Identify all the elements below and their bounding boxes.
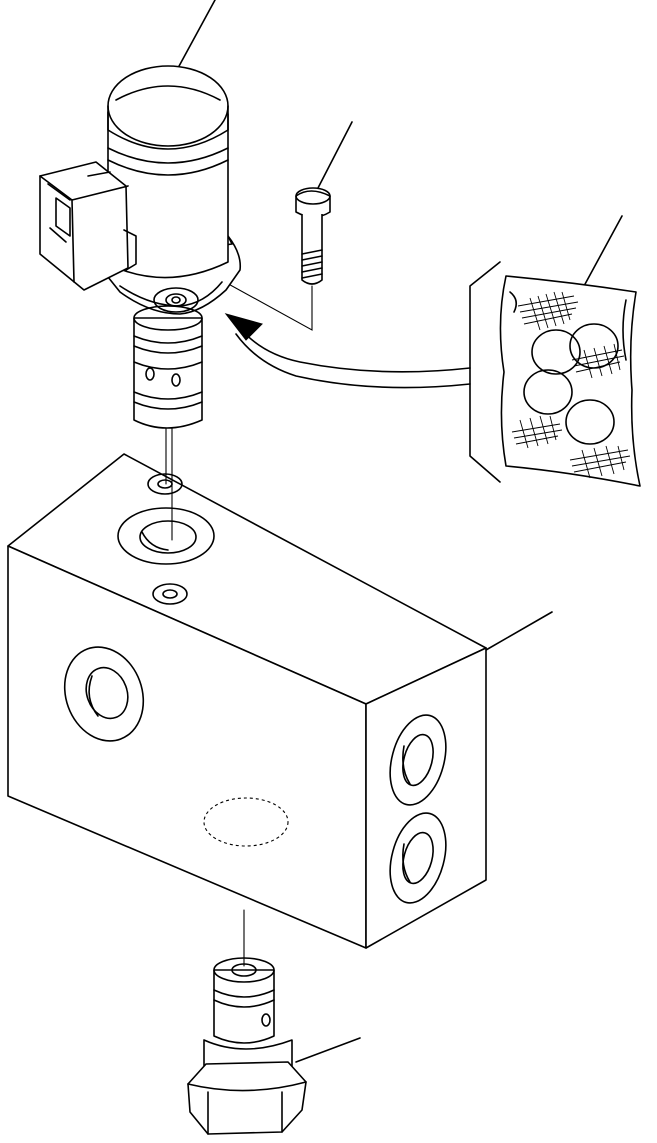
electrical-connector (40, 162, 136, 290)
solenoid-coil (40, 66, 240, 314)
side-port-upper (381, 709, 455, 811)
side-port-lower (381, 807, 455, 909)
top-port-large (118, 508, 214, 564)
reference-arrow (226, 314, 470, 388)
leader-bolt (318, 122, 352, 188)
leader-lines (178, 0, 622, 1062)
solenoid-cartridge (134, 306, 202, 428)
mounting-bolt (296, 188, 330, 284)
bag-bracket (470, 262, 500, 482)
leader-valve-body (486, 612, 552, 650)
hex-nut (188, 1062, 306, 1134)
seal-kit-bag (470, 262, 640, 486)
leader-seal-kit (584, 216, 622, 286)
hidden-port-outline (204, 798, 288, 846)
bag-hatching (512, 292, 630, 478)
front-port (52, 636, 156, 752)
relief-cartridge (188, 958, 306, 1134)
bag-outline (500, 276, 640, 486)
top-port-small-2 (153, 584, 187, 604)
leader-solenoid (178, 0, 215, 68)
valve-body (8, 454, 486, 948)
solenoid-cap (108, 66, 228, 146)
leader-cartridge (296, 1038, 360, 1062)
